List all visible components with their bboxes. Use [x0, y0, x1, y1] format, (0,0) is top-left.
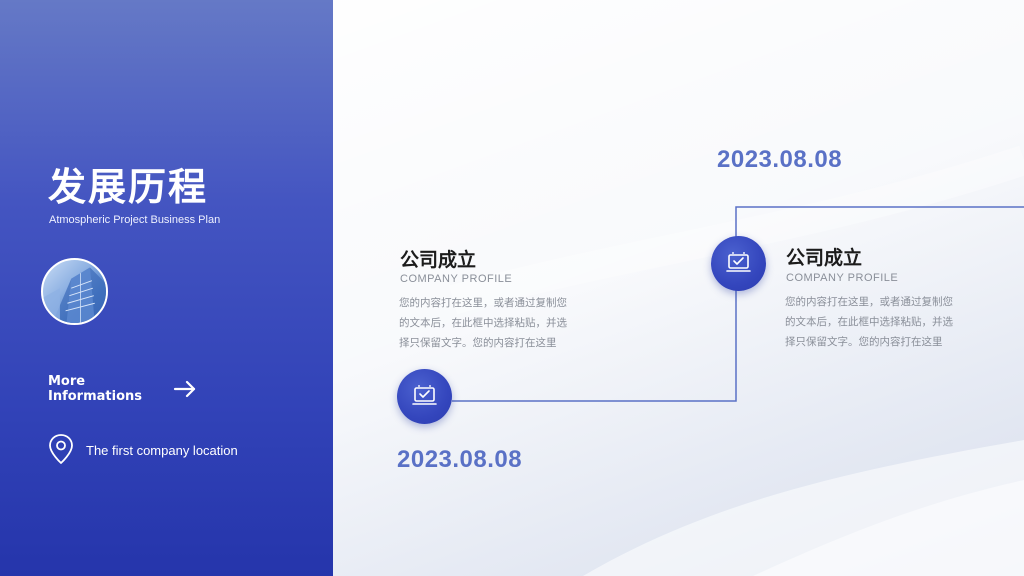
building-illustration — [43, 267, 106, 323]
laptop-check-icon — [726, 252, 751, 272]
building-image — [41, 258, 108, 325]
timeline-subtitle-2: COMPANY PROFILE — [786, 272, 899, 284]
timeline-date-2: 2023.08.08 — [717, 146, 843, 173]
page-subtitle: Atmospheric Project Business Plan — [49, 214, 221, 226]
left-panel: 发展历程 Atmospheric Project Business Plan M… — [0, 0, 333, 576]
timeline-description-2: 您的内容打在这里，或者通过复制您的文本后，在此框中选择粘贴，并选择只保留文字。您… — [785, 296, 953, 348]
timeline-node-1 — [397, 369, 452, 424]
laptop-check-icon — [412, 385, 437, 405]
timeline-description-1: 您的内容打在这里，或者通过复制您的文本后，在此框中选择粘贴，并选择只保留文字。您… — [399, 297, 567, 349]
timeline-subtitle-1: COMPANY PROFILE — [400, 273, 513, 285]
timeline-area: 2023.08.08 2023.08.08 公司成立 COMPANY PROFI… — [333, 0, 1024, 576]
timeline-title-1: 公司成立 — [400, 249, 477, 271]
timeline-date-1: 2023.08.08 — [397, 446, 523, 473]
timeline-title-2: 公司成立 — [786, 247, 863, 269]
timeline-node-2 — [711, 236, 766, 291]
location-pin-icon — [49, 434, 73, 464]
location-text: The first company location — [86, 443, 238, 458]
timeline-connector — [452, 206, 1024, 402]
arrow-right-icon[interactable] — [173, 378, 197, 400]
page-title: 发展历程 — [48, 165, 209, 209]
more-info-label: More Informations — [48, 374, 143, 404]
